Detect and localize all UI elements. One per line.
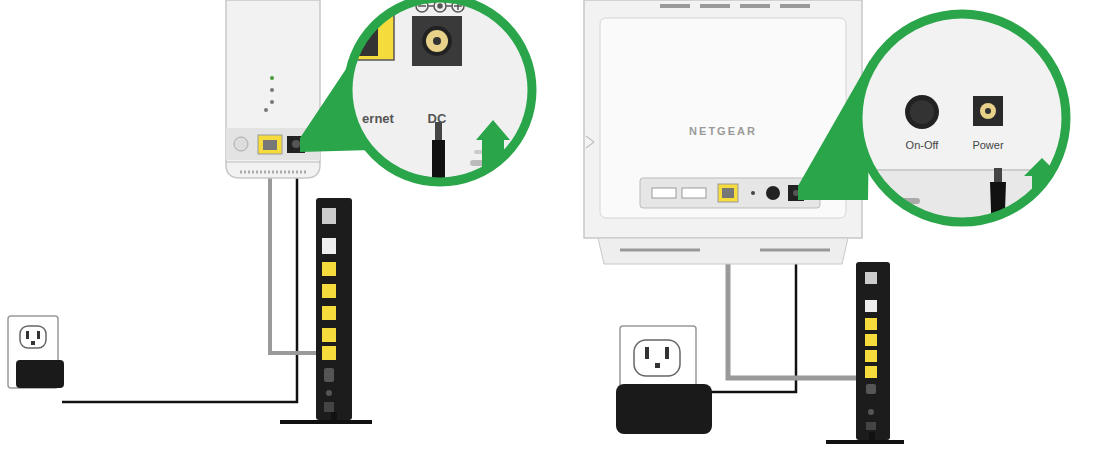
zoom-callout: [850, 0, 1080, 240]
wall-outlet: [8, 316, 64, 388]
port-label: ernet: [362, 112, 394, 125]
wall-outlet: [616, 326, 712, 434]
power-cable: [62, 152, 297, 402]
ethernet-cable: [270, 152, 318, 353]
switch-label: On-Off: [906, 140, 939, 151]
zoom-callout: [340, 0, 540, 190]
port-label: Power: [972, 140, 1003, 151]
modem: [280, 198, 372, 422]
brand-label: NETGEAR: [689, 126, 757, 137]
modem: [826, 262, 904, 442]
router: [584, 0, 862, 264]
port-label: DC: [428, 112, 447, 125]
